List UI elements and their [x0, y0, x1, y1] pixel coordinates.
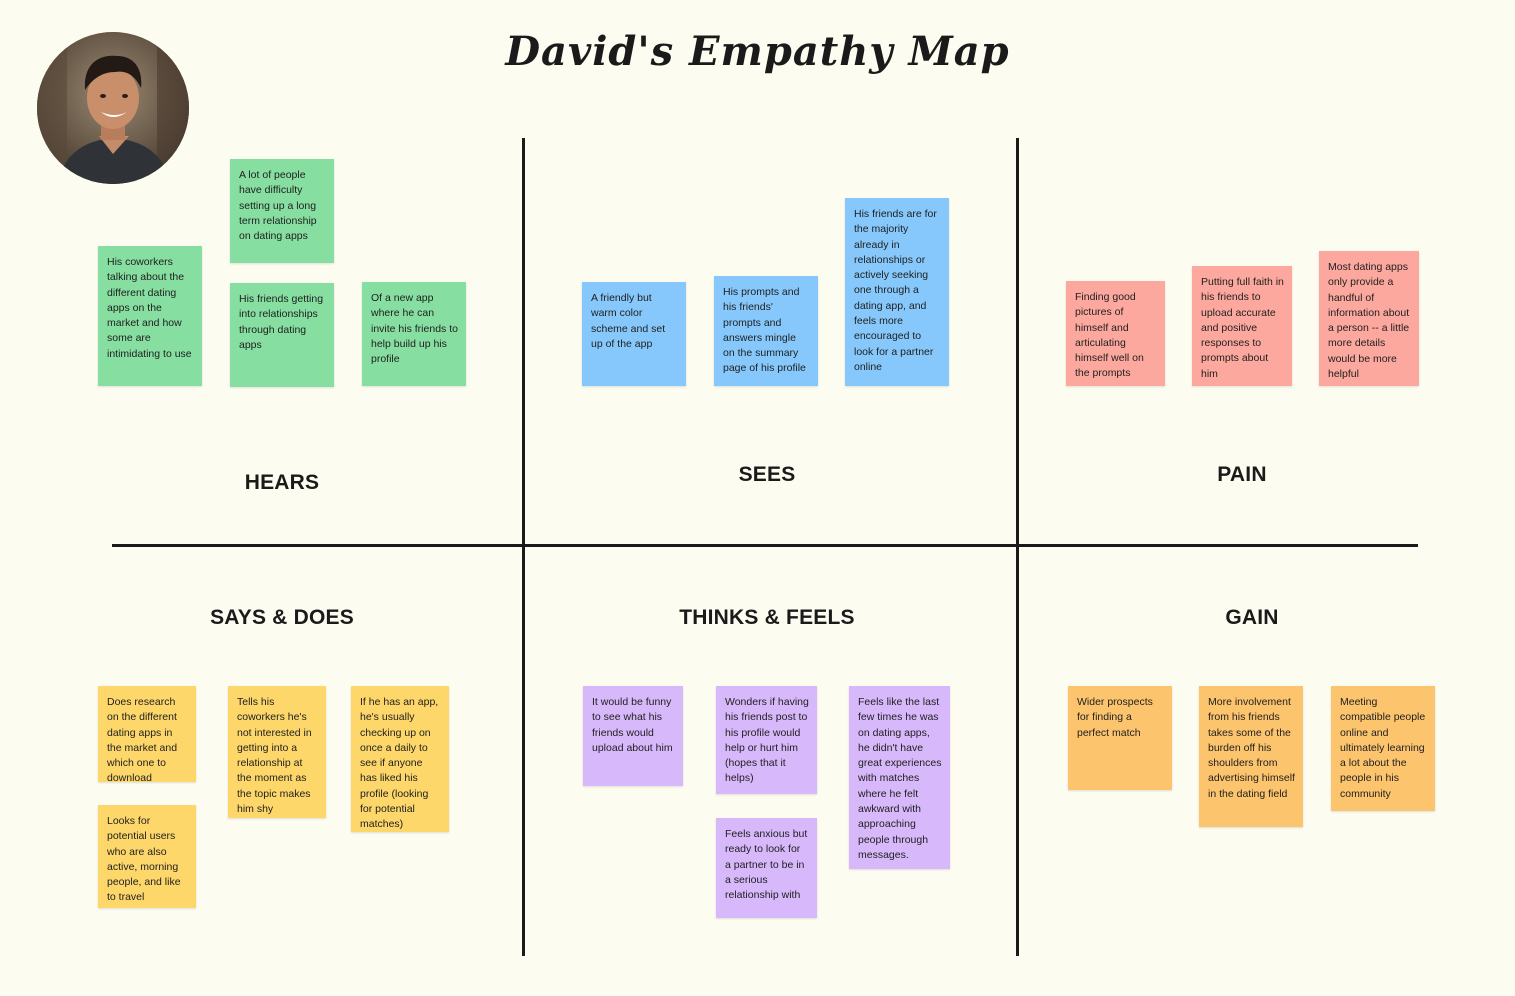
quadrant-label-says-does: SAYS & DOES — [132, 606, 432, 630]
sticky-note[interactable]: Most dating apps only provide a handful … — [1319, 251, 1419, 386]
divider-horizontal — [112, 544, 1418, 547]
quadrant-label-hears: HEARS — [132, 471, 432, 495]
sticky-note[interactable]: More involvement from his friends takes … — [1199, 686, 1303, 827]
quadrant-label-thinks-feels: THINKS & FEELS — [617, 606, 917, 630]
quadrant-label-pain: PAIN — [1092, 463, 1392, 487]
profile-avatar — [37, 32, 189, 184]
sticky-note[interactable]: His coworkers talking about the differen… — [98, 246, 202, 386]
sticky-note[interactable]: Tells his coworkers he's not interested … — [228, 686, 326, 818]
portrait-image — [37, 32, 189, 184]
quadrant-label-sees: SEES — [617, 463, 917, 487]
sticky-note[interactable]: Looks for potential users who are also a… — [98, 805, 196, 908]
quadrant-label-gain: GAIN — [1102, 606, 1402, 630]
divider-vertical-left — [522, 138, 525, 956]
sticky-note[interactable]: Wider prospects for finding a perfect ma… — [1068, 686, 1172, 790]
sticky-note[interactable]: His friends are for the majority already… — [845, 198, 949, 386]
sticky-note[interactable]: A friendly but warm color scheme and set… — [582, 282, 686, 386]
sticky-note[interactable]: A lot of people have difficulty setting … — [230, 159, 334, 263]
sticky-note[interactable]: Meeting compatible people online and ult… — [1331, 686, 1435, 811]
sticky-note[interactable]: His friends getting into relationships t… — [230, 283, 334, 387]
sticky-note[interactable]: It would be funny to see what his friend… — [583, 686, 683, 786]
sticky-note[interactable]: Feels like the last few times he was on … — [849, 686, 950, 869]
sticky-note[interactable]: Wonders if having his friends post to hi… — [716, 686, 817, 794]
sticky-note[interactable]: Feels anxious but ready to look for a pa… — [716, 818, 817, 918]
sticky-note[interactable]: Finding good pictures of himself and art… — [1066, 281, 1165, 386]
divider-vertical-right — [1016, 138, 1019, 956]
map-title: David's Empathy Map — [400, 28, 1115, 75]
sticky-note[interactable]: Does research on the different dating ap… — [98, 686, 196, 782]
sticky-note[interactable]: If he has an app, he's usually checking … — [351, 686, 449, 832]
sticky-note[interactable]: Of a new app where he can invite his fri… — [362, 282, 466, 386]
sticky-note[interactable]: His prompts and his friends' prompts and… — [714, 276, 818, 386]
sticky-note[interactable]: Putting full faith in his friends to upl… — [1192, 266, 1292, 386]
